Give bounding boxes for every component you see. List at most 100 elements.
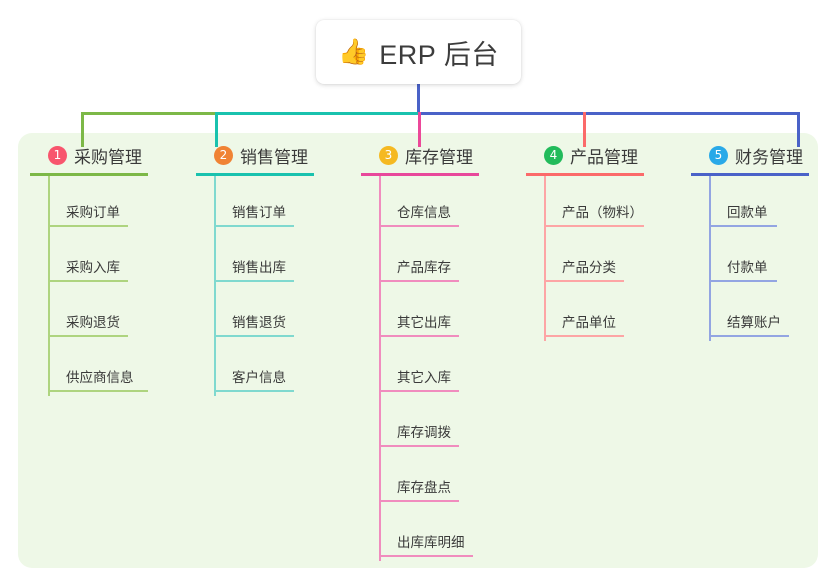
leaf-label: 供应商信息 [66,370,134,385]
leaf-underline [544,335,624,337]
leaf-label: 产品分类 [562,260,616,275]
leaf-node[interactable]: 结算账户 [691,286,839,341]
diagram-panel-background [18,133,818,568]
bus-segment-1 [81,112,215,115]
branch-title-5: 财务管理 [735,147,803,167]
branch-header-2[interactable]: 2 销售管理 [196,142,346,168]
leaf-node[interactable]: 产品分类 [526,231,681,286]
leaf-underline [379,280,459,282]
branch-badge-3: 3 [379,145,398,165]
leaf-node[interactable]: 付款单 [691,231,839,286]
branch-drop-5 [797,112,800,147]
leaf-underline [214,335,294,337]
branch-title-3: 库存管理 [405,147,473,167]
leaf-node[interactable]: 采购入库 [30,231,180,286]
leaf-label: 客户信息 [232,370,286,385]
leaf-underline [48,225,128,227]
branch-badge-5: 5 [709,145,728,165]
leaf-label: 付款单 [727,260,768,275]
branch-items-5: 回款单付款单结算账户 [691,176,839,341]
bus-segment-2 [215,112,420,115]
leaf-node[interactable]: 供应商信息 [30,341,180,396]
branch-drop-4 [583,112,586,147]
leaf-underline [709,280,777,282]
branch-underline-1 [30,173,148,176]
branch-drop-3 [418,112,421,147]
leaf-label: 其它出库 [397,315,451,330]
branch-spine-5 [709,176,711,341]
leaf-label: 采购退货 [66,315,120,330]
leaf-node[interactable]: 出库库明细 [361,506,516,561]
leaf-node[interactable]: 采购订单 [30,176,180,231]
branch-column-4: 4 产品管理产品（物料） 产品分类产品单位 [526,142,681,341]
leaf-node[interactable]: 其它入库 [361,341,516,396]
branch-underline-2 [196,173,314,176]
leaf-node[interactable]: 销售退货 [196,286,346,341]
leaf-label: 产品单位 [562,315,616,330]
leaf-underline [214,280,294,282]
root-node-label: ERP 后台 [379,39,499,70]
leaf-label: 采购订单 [66,205,120,220]
leaf-node[interactable]: 销售订单 [196,176,346,231]
branch-badge-4: 4 [544,145,563,165]
root-stem-connector [417,84,420,114]
leaf-node[interactable]: 采购退货 [30,286,180,341]
leaf-label: 其它入库 [397,370,451,385]
leaf-underline [379,390,459,392]
bus-segment-3 [418,112,800,115]
branch-spine-1 [48,176,50,396]
branch-column-2: 2 销售管理销售订单销售出库销售退货客户信息 [196,142,346,396]
leaf-label: 仓库信息 [397,205,451,220]
thumbs-up-icon: 👍 [338,37,370,66]
branch-spine-3 [379,176,381,561]
leaf-label: 采购入库 [66,260,120,275]
leaf-node[interactable]: 客户信息 [196,341,346,396]
branch-items-3: 仓库信息产品库存其它出库其它入库库存调拨库存盘点出库库明细 [361,176,516,561]
branch-column-5: 5 财务管理回款单付款单结算账户 [691,142,839,341]
leaf-node[interactable]: 回款单 [691,176,839,231]
branch-column-3: 3 库存管理仓库信息产品库存其它出库其它入库库存调拨库存盘点出库库明细 [361,142,516,561]
leaf-underline [48,390,148,392]
leaf-node[interactable]: 销售出库 [196,231,346,286]
branch-drop-2 [215,112,218,147]
branch-title-2: 销售管理 [240,147,308,167]
branch-spine-2 [214,176,216,396]
leaf-label: 销售订单 [232,205,286,220]
branch-items-4: 产品（物料） 产品分类产品单位 [526,176,681,341]
leaf-underline [379,225,459,227]
leaf-label: 回款单 [727,205,768,220]
branch-badge-2: 2 [214,145,233,165]
leaf-node[interactable]: 产品库存 [361,231,516,286]
branch-badge-1: 1 [48,145,67,165]
branch-spine-4 [544,176,546,341]
leaf-node[interactable]: 产品单位 [526,286,681,341]
branch-underline-3 [361,173,479,176]
leaf-underline [379,500,459,502]
branch-underline-5 [691,173,809,176]
leaf-node[interactable]: 库存盘点 [361,451,516,506]
branch-items-2: 销售订单销售出库销售退货客户信息 [196,176,346,396]
branch-underline-4 [526,173,644,176]
leaf-underline [544,280,624,282]
leaf-node[interactable]: 产品（物料） [526,176,681,231]
branch-drop-1 [81,112,84,147]
branch-header-4[interactable]: 4 产品管理 [526,142,681,168]
leaf-node[interactable]: 库存调拨 [361,396,516,451]
branch-items-1: 采购订单采购入库采购退货供应商信息 [30,176,180,396]
leaf-label: 产品（物料） [562,205,643,220]
branch-header-5[interactable]: 5 财务管理 [691,142,839,168]
branch-title-4: 产品管理 [570,147,638,167]
leaf-node[interactable]: 仓库信息 [361,176,516,231]
leaf-underline [214,390,294,392]
leaf-label: 出库库明细 [397,535,465,550]
leaf-node[interactable]: 其它出库 [361,286,516,341]
leaf-label: 销售出库 [232,260,286,275]
branch-header-3[interactable]: 3 库存管理 [361,142,516,168]
leaf-underline [214,225,294,227]
leaf-underline [48,280,128,282]
leaf-label: 库存调拨 [397,425,451,440]
root-node[interactable]: 👍 ERP 后台 [316,20,521,84]
leaf-underline [709,225,777,227]
